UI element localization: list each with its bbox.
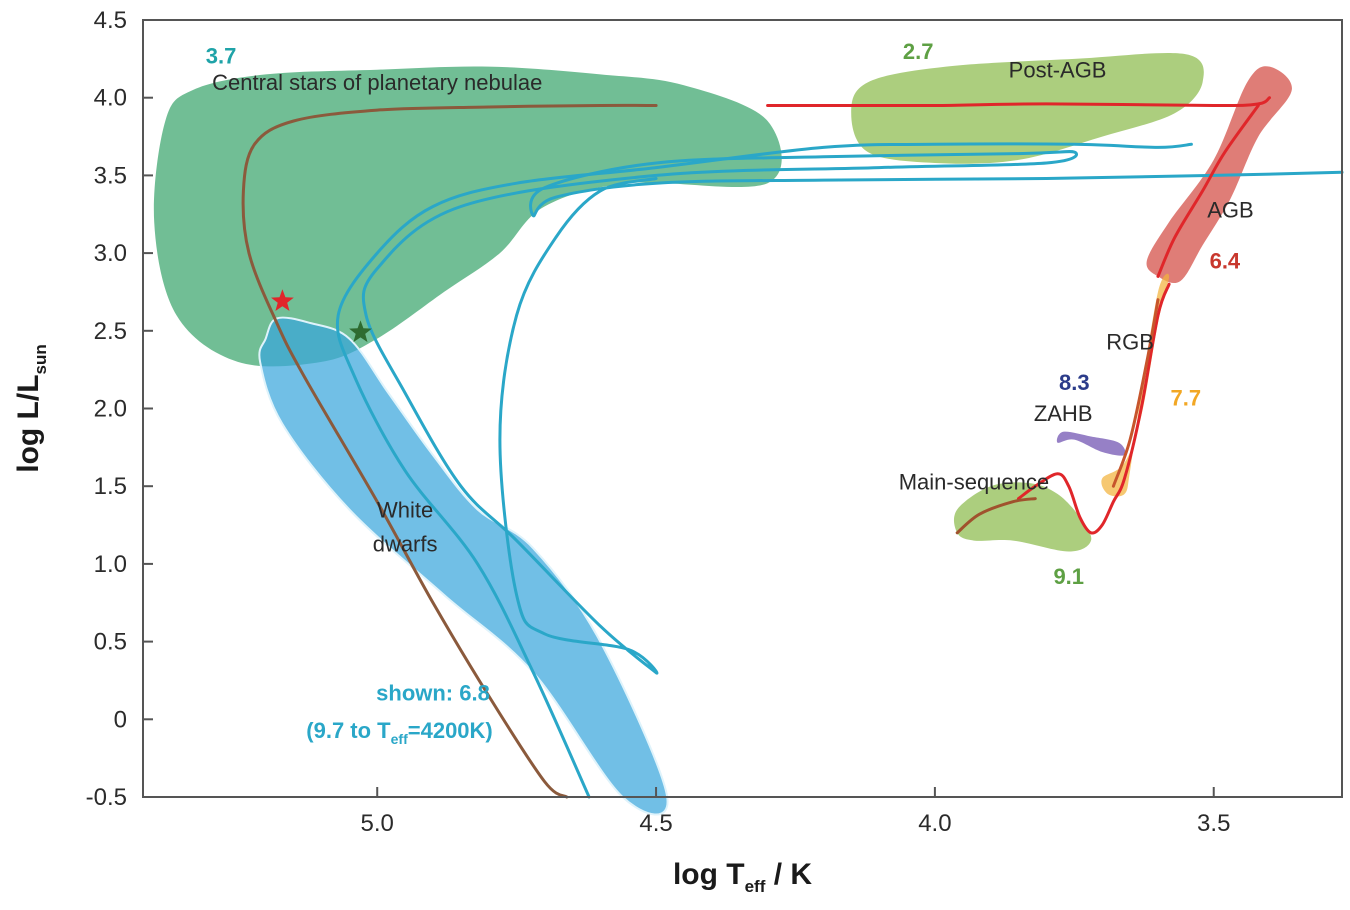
region-label-agb: AGB <box>1207 197 1253 222</box>
x-tick-label: 5.0 <box>361 810 394 837</box>
y-tick-label: 3.5 <box>94 162 127 189</box>
age-label-shown-6-8: shown: 6.8 <box>376 681 490 706</box>
track-line-8 <box>1111 298 1160 488</box>
region-white-dwarfs <box>258 316 669 816</box>
y-tick-label: 3.0 <box>94 240 127 267</box>
region-label-post-agb: Post-AGB <box>1009 57 1107 82</box>
y-tick-label: 0.5 <box>94 629 127 656</box>
y-tick-label: 1.5 <box>94 473 127 500</box>
age-label-9-1: 9.1 <box>1053 564 1084 589</box>
region-label-white: White <box>377 497 433 522</box>
star-marker-1 <box>271 289 294 311</box>
region-label-dwarfs: dwarfs <box>373 531 438 556</box>
x-tick-label: 4.5 <box>639 810 672 837</box>
region-post-agb <box>851 52 1204 164</box>
track-line-6 <box>1156 104 1260 278</box>
age-label-2-7: 2.7 <box>903 39 934 64</box>
y-tick-label: 4.0 <box>94 85 127 112</box>
region-label-rgb: RGB <box>1106 329 1154 354</box>
x-tick-label: 3.5 <box>1197 810 1230 837</box>
region-zahb <box>1056 431 1126 456</box>
region-shapes <box>153 52 1292 816</box>
x-tick-label: 4.0 <box>918 810 951 837</box>
track-line-5 <box>1017 282 1171 535</box>
evolution-tracks <box>241 96 1344 799</box>
star-markers <box>271 289 372 343</box>
star-marker-2 <box>349 320 372 343</box>
age-label-6-4: 6.4 <box>1210 249 1241 274</box>
track-line-7 <box>955 497 1037 535</box>
x-axis-title: log Teff / K <box>673 858 812 896</box>
region-main-sequence <box>953 482 1092 552</box>
track-line-3 <box>361 150 1344 675</box>
x-axis-ticks: 5.0 4.5 4.0 3.5 <box>361 787 1230 837</box>
age-label-7-7: 7.7 <box>1171 385 1202 410</box>
y-tick-label: 1.0 <box>94 551 127 578</box>
y-tick-label: 2.5 <box>94 318 127 345</box>
y-tick-label: 2.0 <box>94 396 127 423</box>
track-line-4 <box>766 96 1271 108</box>
y-tick-label: 4.5 <box>94 7 127 34</box>
age-label-8-3: 8.3 <box>1059 370 1090 395</box>
y-tick-label: 0 <box>114 706 127 733</box>
region-label-central-stars-of-planetary-nebulae: Central stars of planetary nebulae <box>212 70 542 95</box>
region-label-zahb: ZAHB <box>1034 401 1093 426</box>
chart-annotations: Central stars of planetary nebulae Post-A… <box>206 39 1254 747</box>
age-label-3-7: 3.7 <box>206 44 237 69</box>
region-label-main-sequence: Main-sequence <box>899 469 1049 494</box>
region-central-stars-of-planetary-nebulae <box>153 66 782 367</box>
y-axis-title: log L/Lsun <box>12 344 50 473</box>
y-tick-label: -0.5 <box>86 784 127 811</box>
age-range-note: (9.7 to Teff=4200K) <box>306 718 492 747</box>
track-line-1 <box>241 103 658 799</box>
y-axis-ticks: 4.5 4.0 3.5 3.0 2.5 2.0 1.5 1.0 0.5 0 -0.5 <box>86 7 153 811</box>
track-line-2 <box>335 142 1193 799</box>
